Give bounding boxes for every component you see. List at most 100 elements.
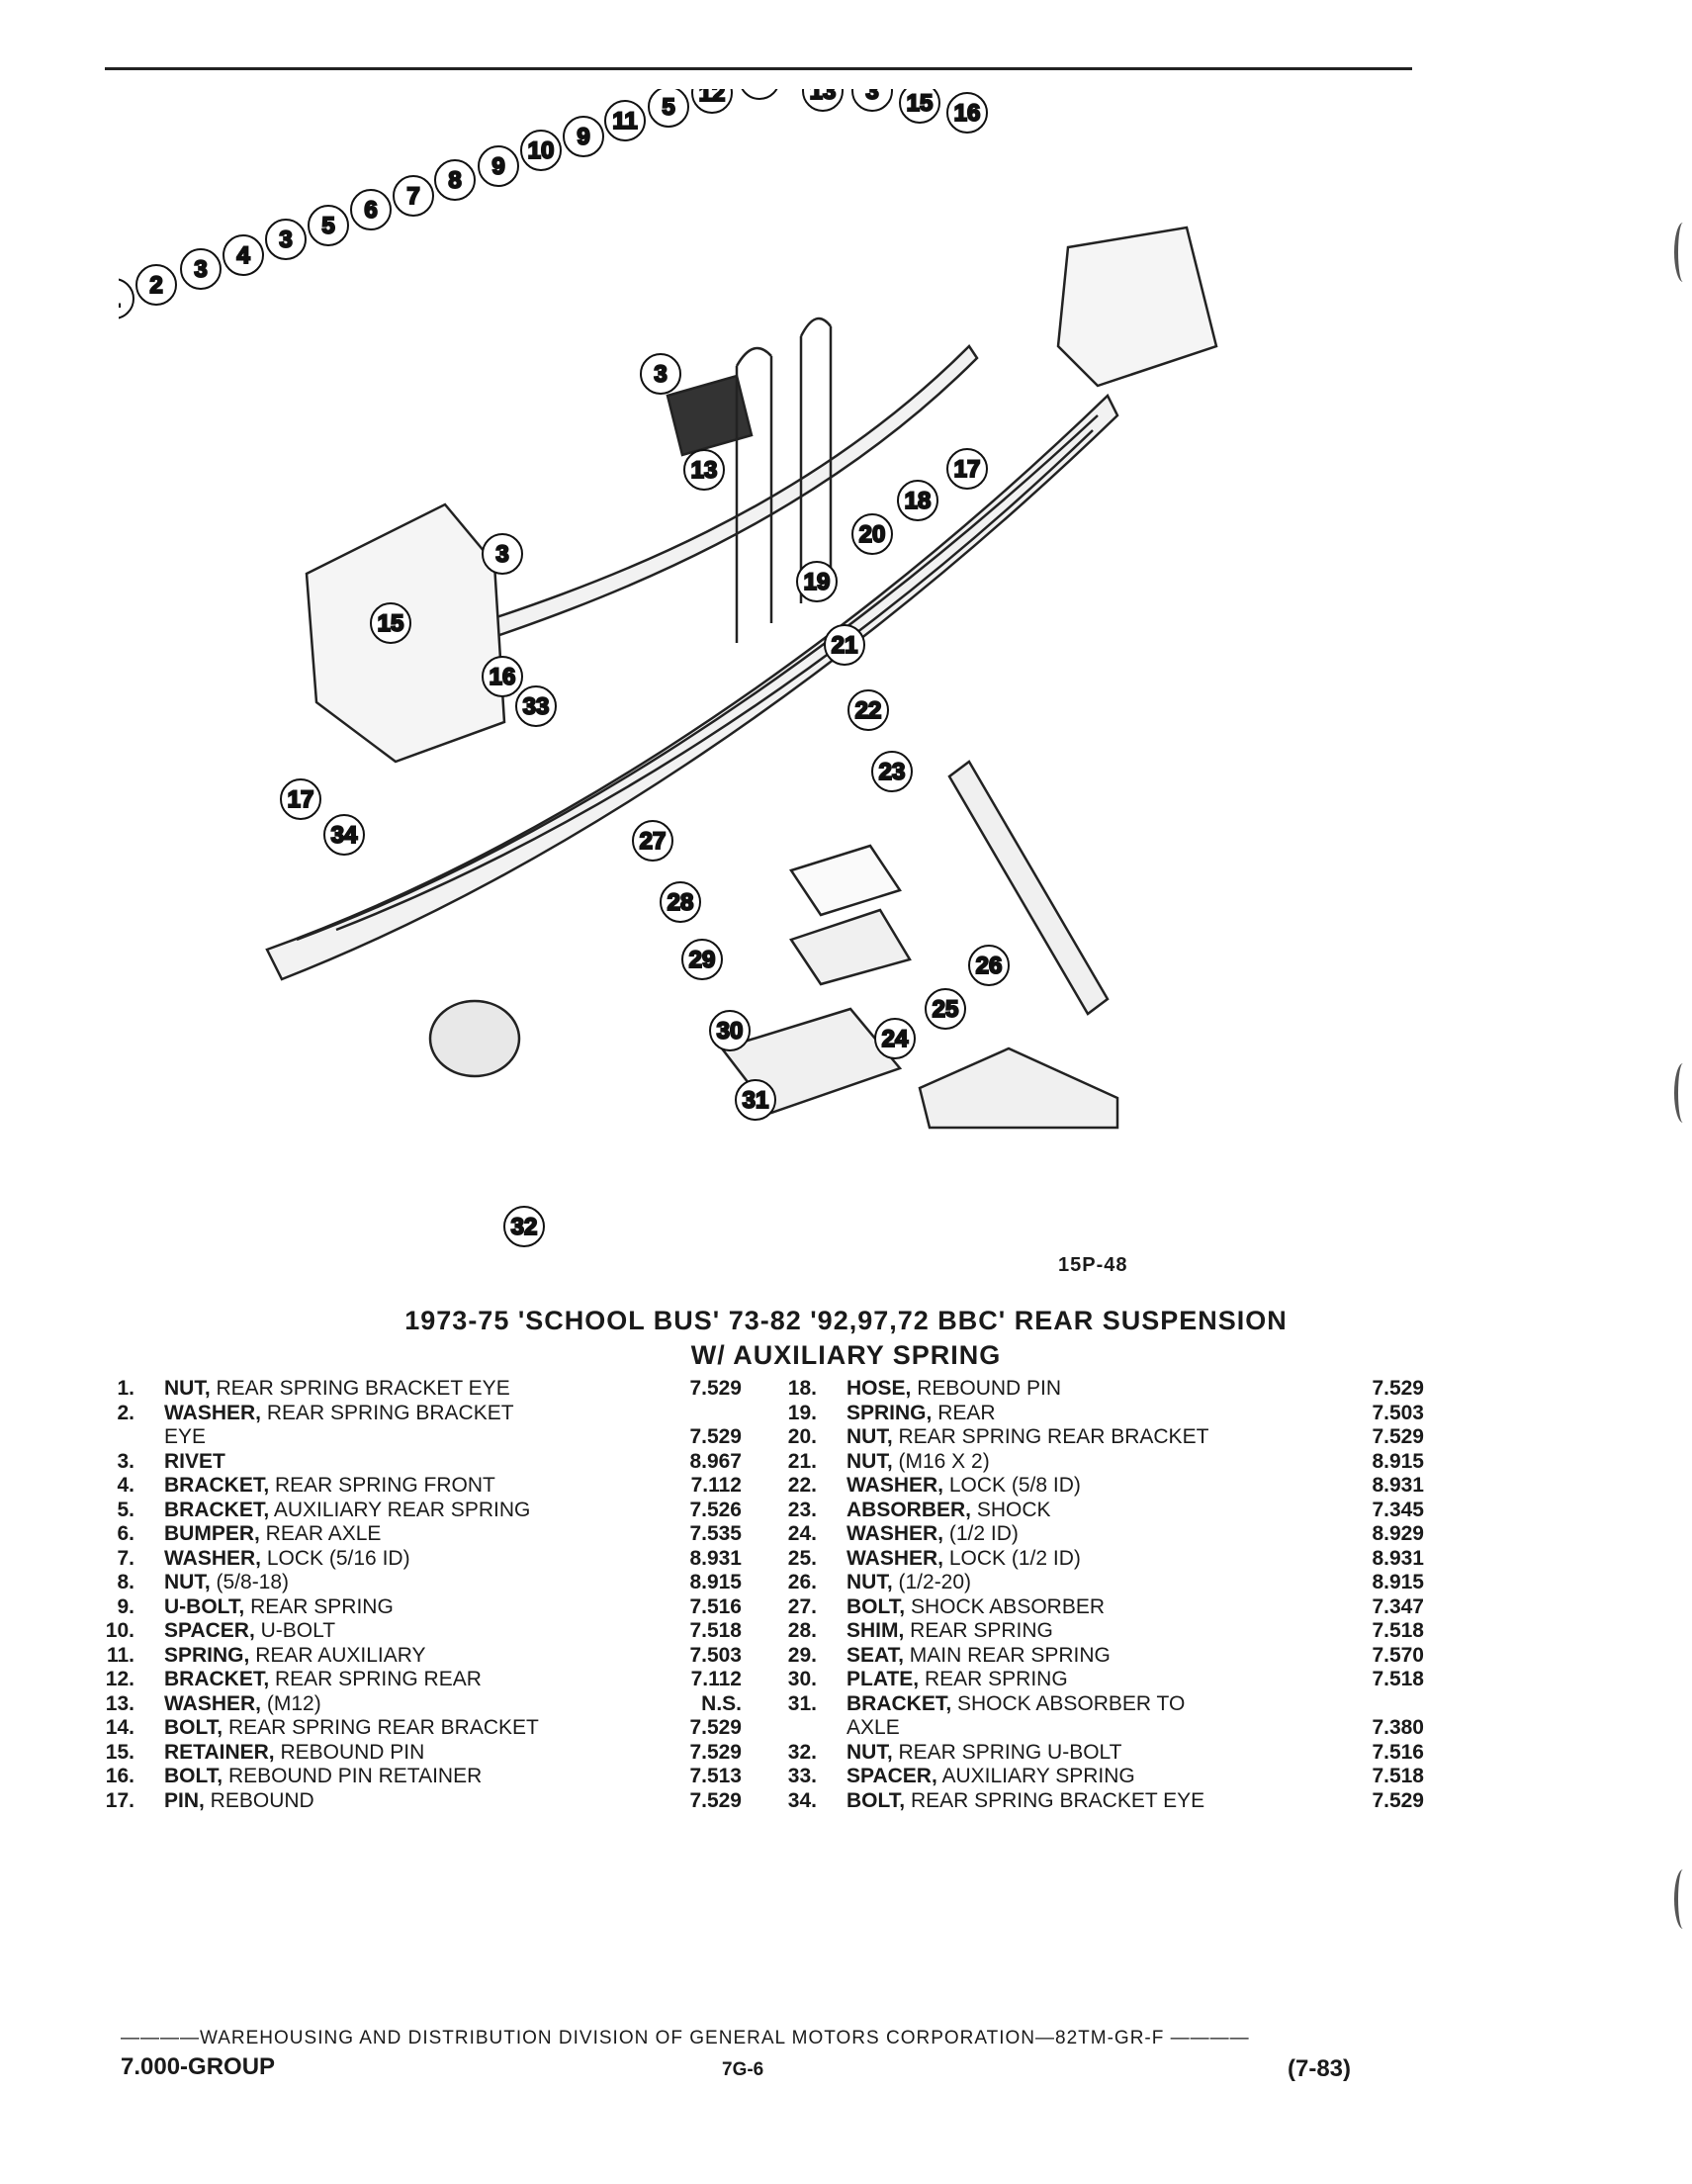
binder-hole-mark: [1674, 1063, 1692, 1123]
part-row: 21.NUT, (M16 X 2)8.915: [781, 1450, 1424, 1475]
part-modifier: REAR SPRING: [919, 1668, 1068, 1690]
binder-hole-mark: [1674, 223, 1692, 282]
page-subtitle: W/ AUXILIARY SPRING: [690, 1340, 1002, 1370]
binder-hole-mark: [1674, 1869, 1692, 1929]
svg-text:19: 19: [804, 569, 831, 595]
part-group-code: 7.518: [1372, 1668, 1424, 1690]
part-noun: SPRING,: [846, 1401, 933, 1424]
part-number: 14.: [105, 1716, 134, 1739]
part-description: RIVET: [164, 1450, 225, 1475]
part-noun: WASHER,: [164, 1546, 262, 1570]
callout-19: 19: [796, 561, 838, 602]
part-number: 24.: [787, 1522, 817, 1545]
svg-text:25: 25: [933, 996, 959, 1023]
svg-text:14: 14: [747, 89, 773, 93]
part-modifier: REAR SPRING REAR: [269, 1668, 482, 1690]
callout-34: 34: [323, 814, 365, 856]
part-number: 26.: [787, 1571, 817, 1593]
part-number: 12.: [105, 1668, 134, 1690]
footer-date: (7-83): [1288, 2055, 1352, 2082]
part-modifier: (1/2-20): [892, 1571, 972, 1593]
part-number: 31.: [787, 1691, 817, 1715]
part-group-code: 7.112: [690, 1668, 742, 1690]
part-modifier: REAR SPRING REAR BRACKET: [223, 1716, 539, 1739]
part-group-code: 7.529: [1372, 1788, 1424, 1812]
part-group-code: 7.570: [1372, 1643, 1424, 1667]
part-number: 5.: [117, 1498, 134, 1521]
part-noun: BRACKET,: [164, 1668, 270, 1690]
svg-text:2: 2: [149, 272, 162, 299]
part-modifier: SHOCK ABSORBER TO: [951, 1691, 1186, 1715]
part-modifier: REAR SPRING: [904, 1619, 1053, 1642]
svg-text:24: 24: [882, 1026, 909, 1052]
svg-text:11: 11: [612, 108, 637, 135]
part-description: BRACKET, REAR SPRING REAR: [164, 1668, 482, 1692]
part-modifier: MAIN REAR SPRING: [903, 1643, 1111, 1667]
part-description: WASHER, LOCK (5/8 ID): [846, 1474, 1081, 1499]
part-modifier: REAR SPRING BRACKET: [261, 1401, 514, 1424]
part-description: WASHER, LOCK (5/16 ID): [164, 1547, 410, 1572]
part-number: 29.: [787, 1643, 817, 1667]
part-group-code: 7.347: [1372, 1594, 1424, 1618]
callout-3a: 3: [180, 248, 222, 290]
part-description: BOLT, REAR SPRING BRACKET EYE: [846, 1789, 1204, 1814]
part-description: SEAT, MAIN REAR SPRING: [846, 1644, 1111, 1669]
part-noun: RETAINER,: [164, 1740, 275, 1764]
part-number: 22.: [787, 1474, 817, 1497]
svg-text:34: 34: [331, 822, 358, 849]
part-modifier: LOCK (1/2 ID): [943, 1546, 1081, 1570]
part-row: 25.WASHER, LOCK (1/2 ID)8.931: [781, 1547, 1424, 1572]
part-group-code: 7.518: [1372, 1619, 1424, 1642]
svg-text:3: 3: [495, 541, 508, 568]
part-number: 30.: [787, 1668, 817, 1690]
svg-text:21: 21: [832, 632, 858, 659]
callout-3d: 3: [640, 353, 681, 395]
u-bolt-2: [799, 317, 833, 603]
part-group-code: 7.518: [1372, 1765, 1424, 1787]
svg-text:17: 17: [288, 786, 314, 813]
part-modifier: REAR AXLE: [259, 1522, 382, 1545]
svg-text:20: 20: [859, 521, 886, 548]
callout-16b: 16: [482, 656, 523, 697]
callout-21: 21: [824, 624, 865, 666]
callout-2: 2: [135, 264, 177, 306]
callout-26: 26: [968, 945, 1010, 986]
svg-text:1: 1: [119, 286, 121, 313]
svg-text:6: 6: [364, 197, 377, 224]
callout-5b: 5: [648, 86, 689, 128]
svg-text:13: 13: [691, 457, 718, 484]
part-description: BRACKET, SHOCK ABSORBER TO: [846, 1692, 1185, 1717]
svg-text:3: 3: [654, 361, 667, 388]
part-number: 1.: [117, 1377, 134, 1400]
shock-absorber: [947, 760, 1110, 1016]
part-group-code: 7.503: [689, 1643, 742, 1667]
part-description: AXLE: [846, 1716, 900, 1741]
part-group-code: 8.915: [689, 1571, 742, 1593]
part-row: 8.NUT, (5/8-18)8.915: [99, 1571, 742, 1595]
part-row: 29. SEAT, MAIN REAR SPRING 7.570: [781, 1644, 1424, 1669]
callout-32: 32: [503, 1206, 545, 1247]
svg-text:16: 16: [490, 664, 516, 690]
callout-15b: 15: [370, 602, 411, 644]
part-group-code: 8.967: [689, 1449, 742, 1473]
callout-22: 22: [847, 689, 889, 731]
part-noun: BOLT,: [846, 1594, 906, 1618]
part-number: 3.: [117, 1449, 134, 1473]
callout-14: 14: [739, 58, 780, 100]
svg-text:15: 15: [907, 90, 934, 117]
callout-5a: 5: [308, 205, 349, 246]
part-group-code: 7.345: [1372, 1498, 1424, 1521]
part-description: SHIM, REAR SPRING: [846, 1619, 1053, 1644]
part-group-code: 7.535: [689, 1522, 742, 1545]
callout-28: 28: [660, 881, 701, 923]
svg-text:18: 18: [905, 488, 932, 514]
part-noun: PLATE,: [846, 1668, 920, 1690]
part-number: 32.: [787, 1740, 817, 1764]
part-description: WASHER, (1/2 ID): [846, 1522, 1019, 1547]
part-noun: PIN,: [164, 1788, 205, 1812]
part-number: 10.: [105, 1619, 134, 1642]
part-description: NUT, (M16 X 2): [846, 1450, 990, 1475]
